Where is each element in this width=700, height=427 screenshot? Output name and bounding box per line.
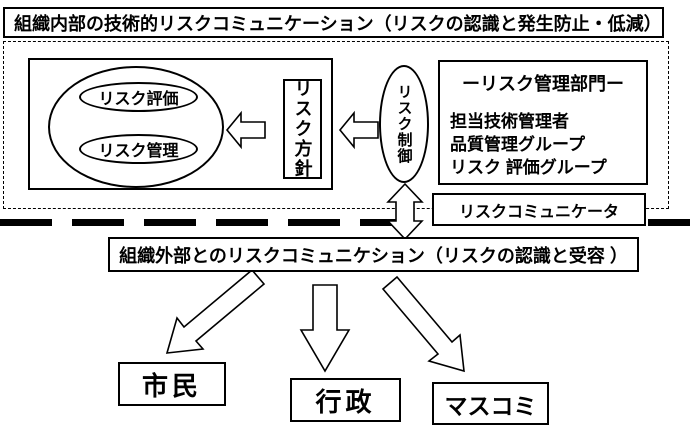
- arrow-down-right-to-media-icon: [381, 275, 465, 373]
- risk-management-label: リスク管理: [98, 143, 179, 160]
- media-label: マスコミ: [444, 392, 537, 419]
- department-header: ーリスク管理部門ー: [462, 74, 624, 94]
- risk-assessment-ellipse: リスク評価: [79, 82, 198, 112]
- risk-control-label: リスク制御: [395, 84, 413, 164]
- arrow-down-to-government-icon: [299, 284, 351, 373]
- organization-boundary-dashed-border: [3, 41, 669, 209]
- risk-control-ellipse: リスク制御: [379, 65, 429, 183]
- arrow-down-left-to-citizens-icon: [165, 268, 266, 354]
- government-label: 行政: [315, 386, 376, 417]
- risk-management-ellipse: リスク管理: [79, 134, 198, 164]
- target-box-citizens: 市民: [118, 362, 226, 406]
- risk-policy-label: リスク方針: [292, 79, 313, 179]
- department-member: 品質管理グループ: [450, 135, 585, 154]
- risk-activities-outer-ellipse: [48, 66, 224, 188]
- target-box-government: 行政: [290, 378, 401, 422]
- department-member-list: 担当技術管理者 品質管理グループ リスク 評価グループ: [440, 110, 646, 179]
- risk-communicator-label: リスクコミュニケータ: [458, 203, 619, 221]
- risk-management-department-box: ーリスク管理部門ー 担当技術管理者 品質管理グループ リスク 評価グループ: [438, 60, 648, 185]
- department-member: 担当技術管理者: [450, 112, 569, 131]
- internal-external-separator-line: [0, 219, 690, 226]
- risk-communicator-box: リスクコミュニケータ: [432, 193, 646, 226]
- risk-assessment-label: リスク評価: [98, 91, 179, 108]
- internal-communication-title: 組織内部の技術的リスクコミュニケーション（リスクの認識と発生防止・低減）: [3, 7, 664, 38]
- external-communication-box: 組織外部とのリスクコミュニケション（リスクの認識と受容 ）: [108, 237, 639, 272]
- department-member: リスク 評価グループ: [450, 158, 607, 177]
- risk-policy-box: リスク方針: [283, 79, 322, 179]
- target-box-media: マスコミ: [432, 382, 549, 425]
- external-communication-label: 組織外部とのリスクコミュニケション（リスクの認識と受容 ）: [119, 245, 628, 266]
- citizens-label: 市民: [141, 370, 202, 401]
